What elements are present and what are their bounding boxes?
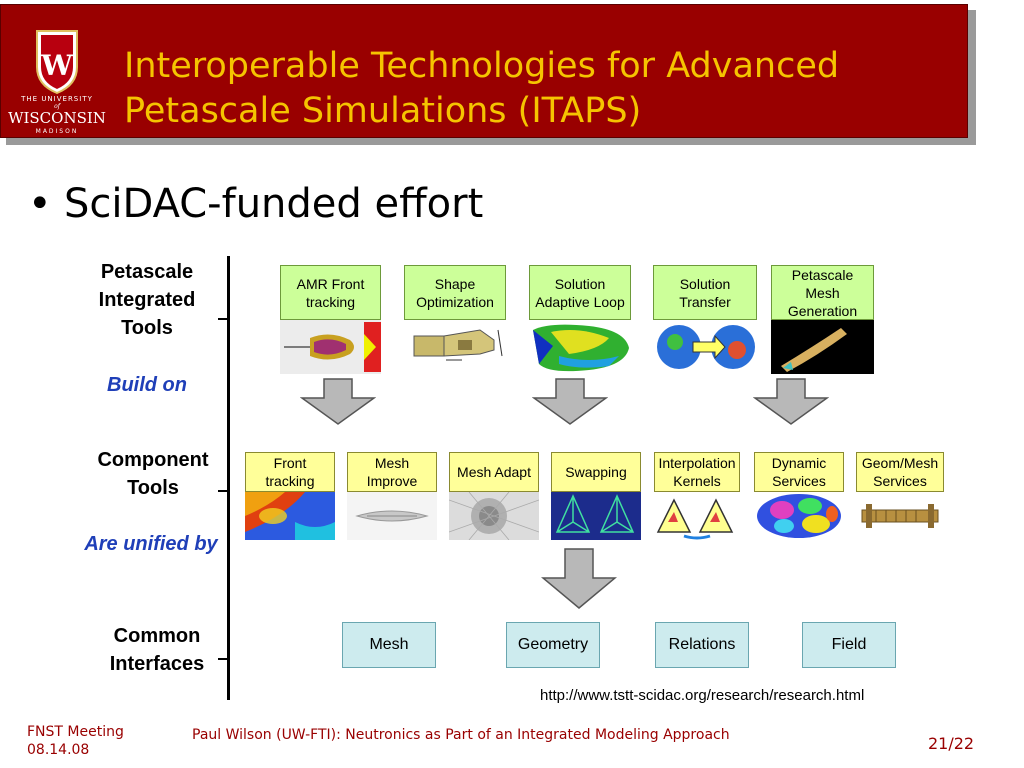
footer-meeting-name: FNST Meeting — [27, 724, 124, 740]
tool-image-shape — [404, 320, 506, 374]
tool-amr-front-tracking: AMR Front tracking — [280, 265, 381, 320]
bullet-dot: • — [28, 181, 52, 227]
label-petascale-tools: Petascale Integrated Tools — [98, 261, 196, 339]
component-front-tracking: Front tracking — [245, 452, 335, 492]
component-image-interpolation — [654, 492, 740, 540]
component-image-swapping — [551, 492, 641, 540]
component-image-mesh-adapt — [449, 492, 539, 540]
component-image-geom-mesh — [856, 492, 944, 540]
logo-text-madison: MADISON — [36, 128, 79, 135]
component-image-dynamic-services — [754, 492, 844, 540]
page-number: 21/22 — [928, 734, 975, 753]
divider-tick — [218, 318, 230, 320]
tool-petascale-mesh-generation: Petascale Mesh Generation — [771, 265, 874, 320]
title-banner: W THE UNIVERSITY of WISCONSIN MADISON In… — [0, 4, 968, 138]
divider-tick — [218, 658, 230, 660]
component-image-front-tracking — [245, 492, 335, 540]
label-component-tools: Component Tools — [97, 449, 209, 499]
footer-meeting: FNST Meeting 08.14.08 — [27, 723, 177, 759]
tool-image-adaptive-loop — [529, 320, 631, 374]
tool-image-solution-transfer — [653, 320, 757, 374]
divider-tick — [218, 490, 230, 492]
component-mesh-improve: Mesh Improve — [347, 452, 437, 492]
tool-solution-transfer: Solution Transfer — [653, 265, 757, 320]
interface-field: Field — [802, 622, 896, 668]
logo-text-wisconsin: WISCONSIN — [8, 109, 106, 127]
footer-presenter: Paul Wilson (UW-FTI): Neutronics as Part… — [192, 727, 730, 743]
divider-line — [227, 256, 230, 700]
interface-geometry: Geometry — [506, 622, 600, 668]
component-geom-mesh-services: Geom/Mesh Services — [856, 452, 944, 492]
uw-logo: W THE UNIVERSITY of WISCONSIN MADISON — [8, 30, 106, 135]
down-arrow-icon — [300, 378, 376, 425]
label-unified-by: Are unified by — [84, 533, 218, 555]
interface-mesh: Mesh — [342, 622, 436, 668]
component-swapping: Swapping — [551, 452, 641, 492]
down-arrow-icon — [753, 378, 829, 425]
down-arrow-icon — [532, 378, 608, 425]
interface-relations: Relations — [655, 622, 749, 668]
tool-shape-optimization: Shape Optimization — [404, 265, 506, 320]
component-mesh-adapt: Mesh Adapt — [449, 452, 539, 492]
label-build-on: Build on — [107, 374, 187, 396]
down-arrow-icon — [541, 548, 617, 609]
slide-title: Interoperable Technologies for Advanced … — [124, 46, 840, 131]
logo-text-of: of — [54, 103, 62, 110]
reference-url[interactable]: http://www.tstt-scidac.org/research/rese… — [540, 687, 865, 704]
bullet-text: SciDAC-funded effort — [64, 181, 484, 227]
svg-text:W: W — [40, 49, 73, 82]
label-common-interfaces: Common Interfaces — [109, 625, 205, 675]
tool-image-mesh-generation — [771, 320, 874, 374]
footer-date: 08.14.08 — [27, 742, 90, 758]
component-interpolation-kernels: Interpolation Kernels — [654, 452, 740, 492]
logo-text-university: THE UNIVERSITY — [20, 95, 93, 103]
tool-image-amr — [280, 320, 381, 374]
tool-solution-adaptive-loop: Solution Adaptive Loop — [529, 265, 631, 320]
component-dynamic-services: Dynamic Services — [754, 452, 844, 492]
component-image-mesh-improve — [347, 492, 437, 540]
